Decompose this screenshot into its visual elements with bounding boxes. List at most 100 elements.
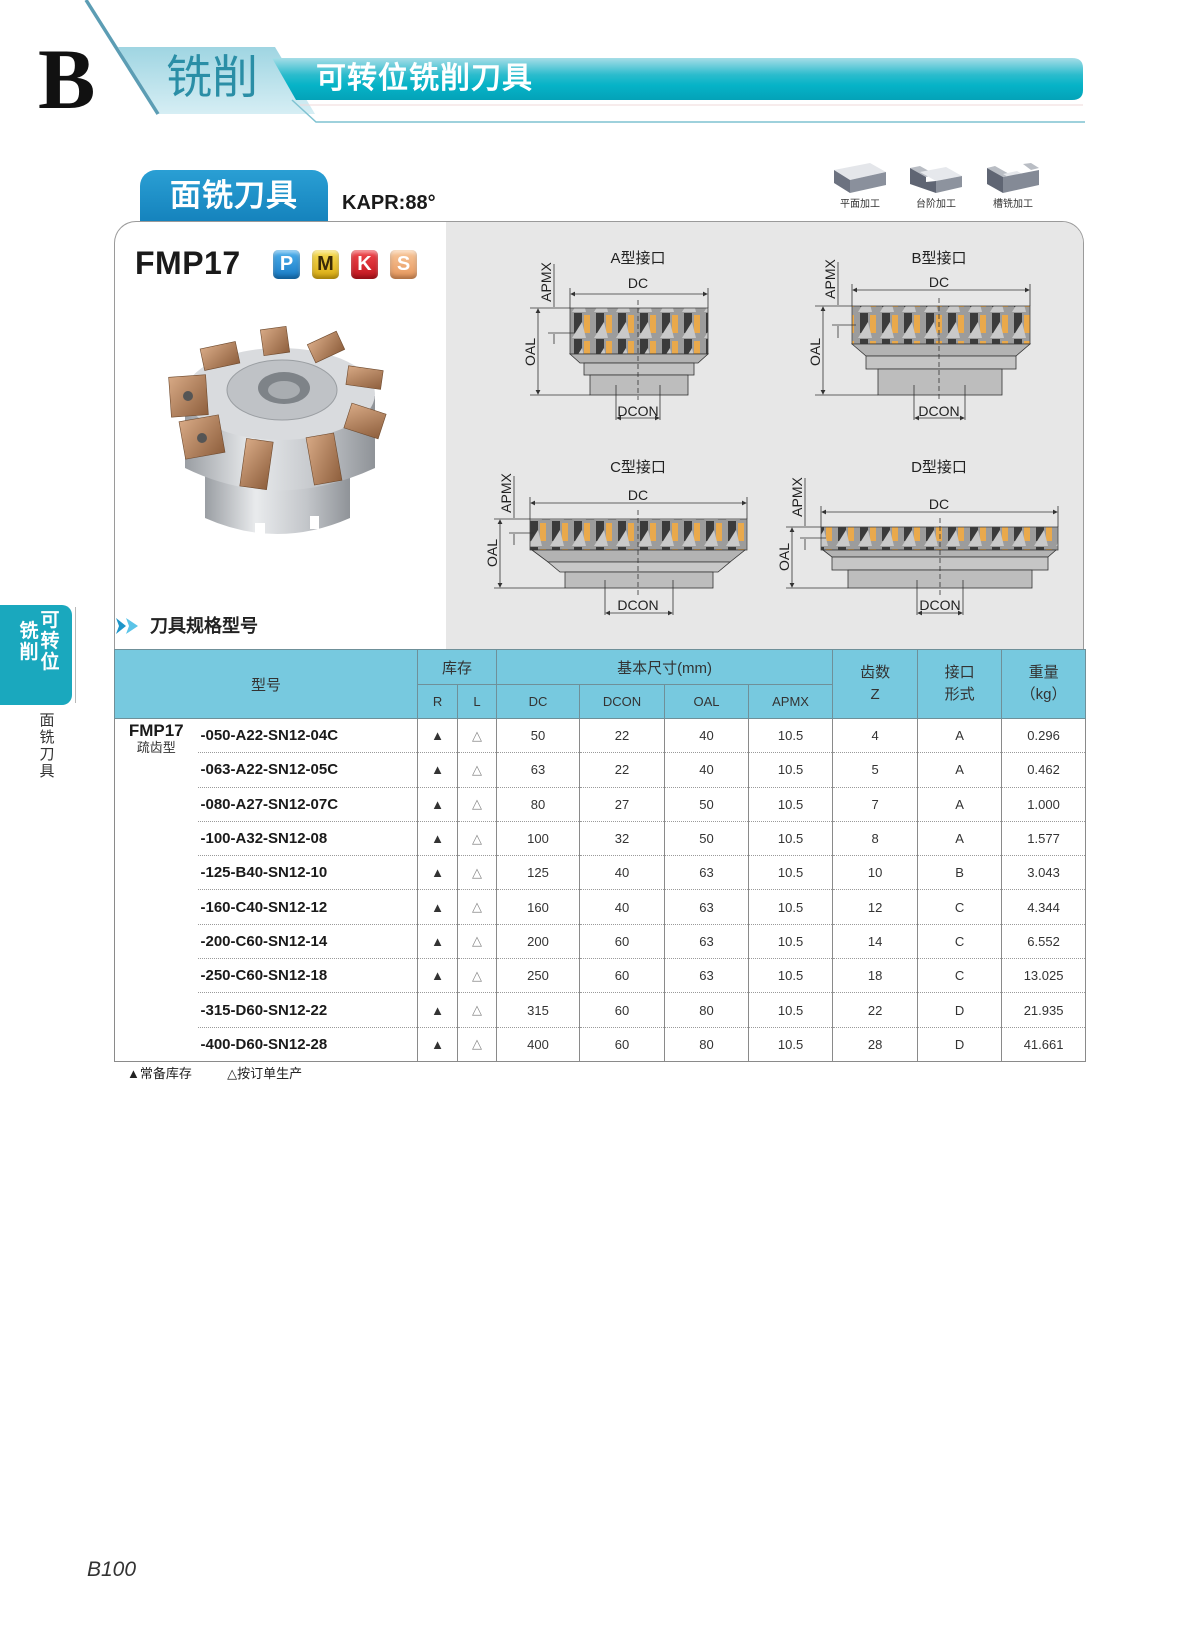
chapter-letter: B — [38, 31, 95, 127]
cell-dc: 315 — [496, 992, 580, 1028]
cell-interface: A — [917, 821, 1002, 857]
kapr-angle: KAPR:88° — [342, 192, 436, 214]
machining-type-slot: 槽铣加工 — [982, 160, 1044, 211]
cell-dc: 200 — [496, 924, 580, 960]
cell-interface: B — [917, 855, 1002, 891]
chapter-title: 铣削 — [166, 51, 258, 103]
cell-weight: 3.043 — [1001, 855, 1086, 891]
cell-interface: C — [917, 924, 1002, 960]
series-subtitle: 疏齿型 — [136, 740, 176, 755]
cell-stock-r: ▲ — [417, 787, 458, 822]
cell-dcon: 27 — [579, 787, 665, 822]
cell-dcon: 60 — [579, 958, 665, 994]
cell-weight: 1.000 — [1001, 787, 1086, 822]
cell-oal: 80 — [664, 1027, 749, 1062]
cell-stock-r: ▲ — [417, 1027, 458, 1062]
cell-stock-r: ▲ — [417, 821, 458, 857]
cell-apmx: 10.5 — [748, 958, 833, 994]
diagram-d-apmx: APMX — [789, 477, 805, 517]
cell-stock-l: △ — [457, 924, 497, 960]
cell-stock-r: ▲ — [417, 924, 458, 960]
table-row: -100-A32-SN12-08 ▲ △ 100 32 50 10.5 8 A … — [115, 821, 1086, 857]
cell-dcon: 22 — [579, 752, 665, 788]
interface-diagrams: A型接口 DC DCON OAL APMX B型接口 DC DCON OAL A… — [484, 250, 1059, 616]
cell-weight: 4.344 — [1001, 889, 1086, 925]
cell-interface: A — [917, 752, 1002, 788]
header-stock-l: L — [457, 684, 498, 719]
diagram-b-dc: DC — [929, 274, 949, 290]
cell-oal: 40 — [664, 752, 749, 788]
product-name: FMP17 — [135, 245, 241, 281]
cell-model: -080-A27-SN12-07C — [197, 787, 418, 822]
header-interface: 接口 形式 — [917, 649, 1003, 719]
machining-type-label: 台阶加工 — [916, 199, 956, 210]
shoulder-milling-icon — [910, 166, 962, 193]
header-dc: DC — [496, 684, 581, 719]
diagram-b-title: B型接口 — [911, 250, 966, 267]
diagram-a-apmx: APMX — [538, 262, 554, 302]
cell-z: 22 — [832, 992, 918, 1028]
header-weight: 重量 （kg） — [1001, 649, 1087, 719]
diagram-d-oal: OAL — [776, 543, 792, 571]
cell-model: -400-D60-SN12-28 — [200, 1035, 328, 1053]
cell-stock-r: ▲ — [417, 718, 458, 754]
cell-interface: A — [917, 718, 1002, 754]
machining-type-shoulder: 台阶加工 — [905, 160, 967, 211]
cell-stock-l: △ — [457, 1027, 497, 1062]
cell-oal: 63 — [664, 924, 749, 960]
side-chapter-tab[interactable]: 铣削 可转位 — [0, 605, 72, 705]
cell-dcon: 40 — [579, 889, 665, 925]
cell-dcon: 60 — [579, 924, 665, 960]
table-row: -315-D60-SN12-22 ▲ △ 315 60 80 10.5 22 D… — [115, 992, 1086, 1028]
header-weight-line2: （kg） — [1020, 686, 1067, 703]
cell-z: 4 — [832, 718, 918, 754]
category-tab: 面铣刀具 — [140, 170, 328, 221]
spec-table: 型号 库存 基本尺寸(mm) 齿数 Z 接口 形式 重量 （kg） R L DC… — [113, 649, 1087, 1062]
cell-apmx: 10.5 — [748, 821, 833, 857]
cell-weight: 6.552 — [1001, 924, 1086, 960]
side-tab-label-left: 铣削 — [19, 621, 39, 663]
diagram-c-apmx: APMX — [498, 473, 514, 513]
header-interface-line1: 接口 — [944, 664, 975, 681]
diagram-a — [530, 264, 710, 421]
cell-interface: D — [917, 992, 1002, 1028]
header-stock: 库存 — [417, 649, 498, 685]
cell-weight: 21.935 — [1001, 992, 1086, 1028]
header-interface-line2: 形式 — [944, 686, 975, 703]
diagram-a-dc: DC — [628, 275, 648, 291]
cell-dcon: 32 — [579, 821, 665, 857]
diagram-c-dc: DC — [628, 487, 648, 503]
cell-z: 8 — [832, 821, 918, 857]
cell-z: 10 — [832, 855, 918, 891]
table-row: -080-A27-SN12-07C ▲ △ 80 27 50 10.5 7 A … — [115, 787, 1086, 822]
cell-z: 5 — [832, 752, 918, 788]
cell-dcon: 60 — [579, 992, 665, 1028]
cell-model: -100-A32-SN12-08 — [197, 821, 418, 857]
cell-apmx: 10.5 — [748, 992, 833, 1028]
diagram-c — [494, 476, 748, 616]
cell-dcon: 22 — [579, 718, 665, 754]
cell-stock-l: △ — [457, 752, 497, 788]
cell-weight: 0.462 — [1001, 752, 1086, 788]
cell-dcon: 60 — [579, 1027, 665, 1062]
material-badge-k: K — [351, 250, 378, 279]
cell-z: 18 — [832, 958, 918, 994]
cell-dc: 400 — [496, 1027, 580, 1062]
page-number: B100 — [87, 1558, 137, 1581]
cell-stock-l: △ — [457, 821, 497, 857]
cell-apmx: 10.5 — [748, 1027, 833, 1062]
header-model: 型号 — [113, 649, 419, 719]
cell-dc: 63 — [496, 752, 580, 788]
header-stock-r: R — [417, 684, 459, 719]
diagram-c-dcon: DCON — [617, 597, 658, 613]
diagram-b-apmx: APMX — [822, 259, 838, 299]
header-dcon: DCON — [579, 684, 666, 719]
cell-weight: 0.296 — [1001, 718, 1086, 754]
cell-dcon: 40 — [579, 855, 665, 891]
side-subsection-label: 面铣刀具 — [39, 712, 55, 780]
cell-apmx: 10.5 — [748, 718, 833, 754]
cell-weight: 13.025 — [1001, 958, 1086, 994]
header-teeth-line2: Z — [870, 686, 880, 703]
table-row: -160-C40-SN12-12 ▲ △ 160 40 63 10.5 12 C… — [115, 889, 1086, 925]
section-title: 可转位铣削刀具 — [316, 62, 533, 95]
